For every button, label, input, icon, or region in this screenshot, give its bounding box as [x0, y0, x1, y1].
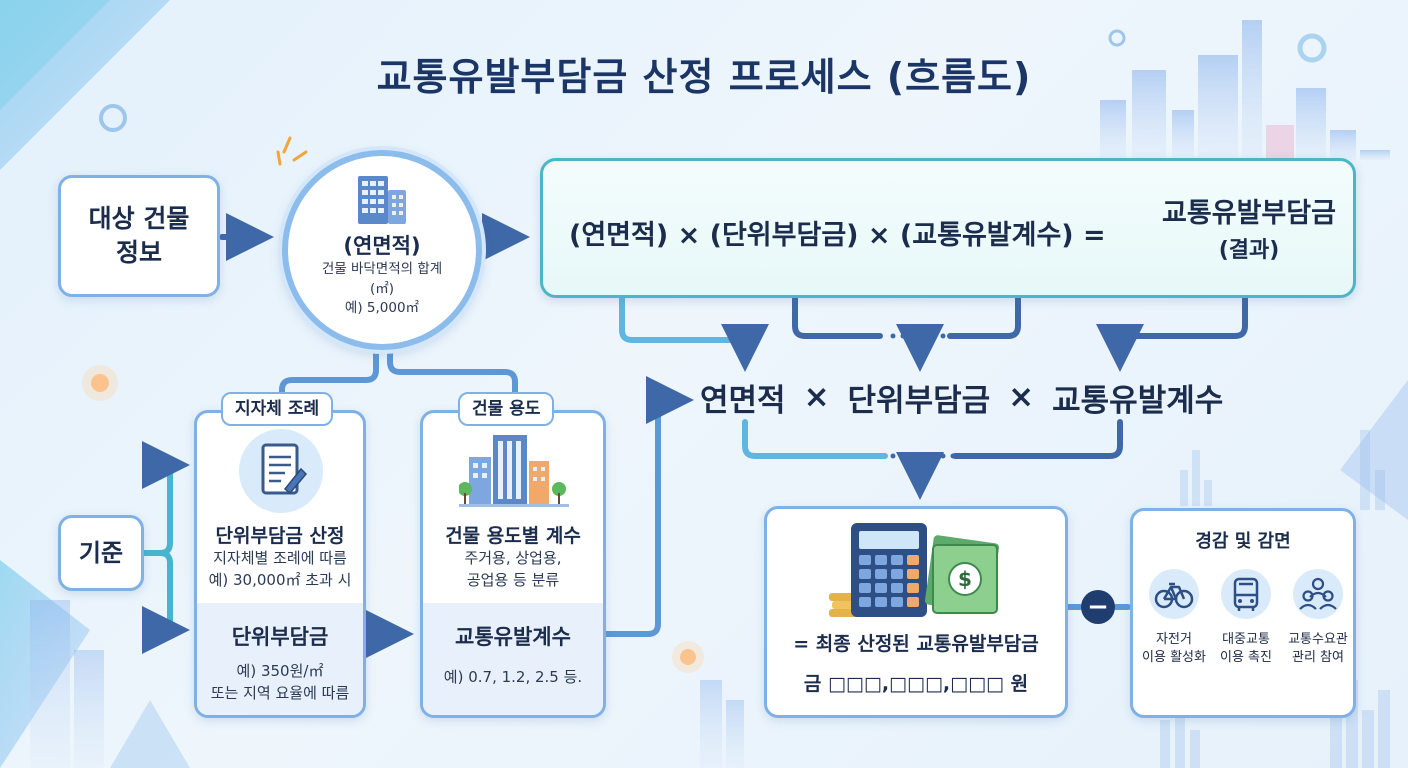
area-desc2: (㎡): [369, 280, 395, 297]
area-example: 예) 5,000㎡: [344, 300, 420, 317]
unit-charge-desc1: 예) 350원/㎡: [236, 662, 324, 680]
bicycle-icon: [1149, 569, 1199, 619]
final-label: = 최종 산정된 교통유발부담금: [793, 633, 1039, 655]
reduction-item-bicycle: 자전거 이용 활성화: [1139, 569, 1209, 667]
document-icon-bg: [239, 429, 323, 513]
building-icon: [358, 176, 406, 224]
svg-text:$: $: [958, 567, 972, 591]
coefficient-title: 교통유발계수: [455, 625, 571, 649]
reduction-item-line1: 대중교통: [1222, 632, 1270, 647]
building-info-box: 대상 건물 정보: [58, 175, 220, 297]
ordinance-box: 단위부담금 산정 지자체별 조례에 따름 예) 30,000㎡ 초과 시 단위부…: [194, 410, 366, 718]
ordinance-tab: 지자체 조례: [221, 392, 334, 426]
usage-box: 건물 용도별 계수 주거용, 상업용, 공업용 등 분류 교통유발계수 예) 0…: [420, 410, 606, 718]
reduction-item-line2: 이용 활성화: [1142, 650, 1206, 666]
criteria-box: 기준: [58, 515, 144, 591]
ordinance-desc2: 예) 30,000㎡ 초과 시: [208, 570, 352, 589]
bus-icon: [1221, 569, 1271, 619]
area-label: (연면적): [343, 234, 421, 258]
formula-op1: ×: [803, 379, 830, 415]
formula-expression: (연면적) × (단위부담금) × (교통유발계수) =: [569, 220, 1106, 251]
coefficient-desc: 예) 0.7, 1.2, 2.5 등.: [443, 668, 583, 686]
unit-charge-title: 단위부담금: [231, 625, 329, 649]
formula-term-unit: 단위부담금: [847, 382, 991, 419]
reduction-title: 경감 및 감면: [1195, 531, 1291, 552]
unit-charge-desc2: 또는 지역 요율에 따름: [210, 683, 350, 702]
reduction-box: 경감 및 감면 자전거 이용 활성화 대중교통 이용 촉진: [1130, 508, 1356, 718]
formula-op2: ×: [1008, 379, 1035, 415]
reduction-item-line1: 자전거: [1156, 632, 1192, 647]
reduction-item-line1: 교통수요관: [1288, 632, 1348, 647]
building-info-line1: 대상 건물: [88, 204, 190, 234]
formula-term-area: 연면적: [700, 382, 786, 419]
calculator-money-icon: $: [829, 523, 1000, 617]
city-buildings-icon: [459, 435, 569, 507]
formula-result-sub: (결과): [1218, 238, 1280, 263]
building-info-line2: 정보: [115, 238, 162, 267]
page-title: 교통유발부담금 산정 프로세스 (흐름도): [376, 55, 1032, 99]
reduction-item-line2: 관리 참여: [1292, 650, 1344, 666]
formula-term-coefficient: 교통유발계수: [1052, 382, 1224, 419]
formula-result-label: 교통유발부담금: [1162, 198, 1336, 229]
area-desc1: 건물 바닥면적의 합계: [321, 261, 443, 277]
ordinance-desc1: 지자체별 조례에 따름: [213, 549, 347, 567]
document-icon: [261, 443, 308, 495]
usage-desc1: 주거용, 상업용,: [464, 549, 562, 567]
floor-area-node: (연면적) 건물 바닥면적의 합계 (㎡) 예) 5,000㎡: [282, 150, 482, 350]
reduction-item-demand: 교통수요관 관리 참여: [1281, 569, 1355, 667]
usage-desc2: 공업용 등 분류: [466, 570, 560, 589]
usage-heading: 건물 용도별 계수: [445, 525, 581, 547]
final-result-box: $ = 최종 산정된 교통유발부담금 금 □□□,□□□,□□□ 원: [764, 506, 1068, 718]
formula-box: (연면적) × (단위부담금) × (교통유발계수) = 교통유발부담금 (결과…: [540, 158, 1356, 298]
criteria-label: 기준: [78, 538, 124, 567]
reduction-item-bus: 대중교통 이용 촉진: [1211, 569, 1281, 667]
people-icon: [1293, 569, 1343, 619]
minus-icon: −: [1081, 590, 1115, 624]
usage-tab: 건물 용도: [458, 392, 555, 426]
formula-middle: 연면적 × 단위부담금 × 교통유발계수: [700, 372, 1224, 422]
final-amount: 금 □□□,□□□,□□□ 원: [803, 673, 1029, 695]
ordinance-heading: 단위부담금 산정: [215, 525, 345, 547]
reduction-item-line2: 이용 촉진: [1220, 650, 1272, 666]
